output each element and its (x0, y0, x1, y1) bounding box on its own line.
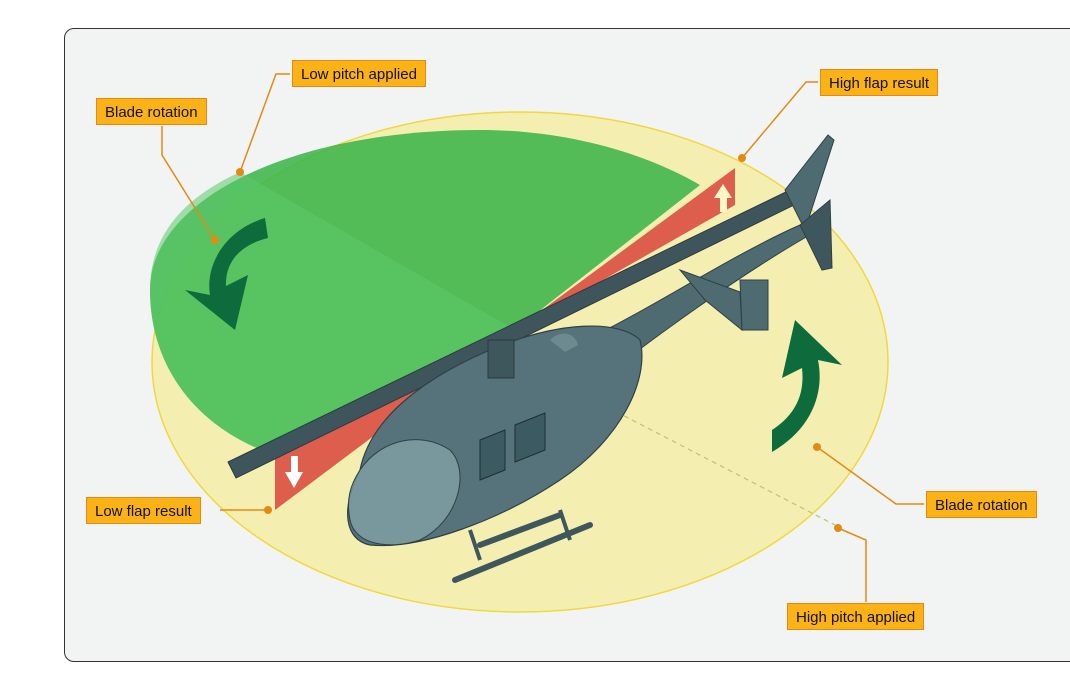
rotation-arrow-icon (185, 218, 268, 330)
leader-low-pitch (239, 73, 290, 173)
leader-high-flap (741, 81, 818, 159)
leader-blade-rotation-left (161, 126, 216, 241)
blade-rotation-right-label: Blade rotation (926, 491, 1037, 518)
leader-high-pitch (837, 527, 867, 602)
low-pitch-applied-label: Low pitch applied (292, 60, 426, 87)
high-flap-plane (515, 168, 735, 330)
low-flap-result-label: Low flap result (86, 497, 201, 524)
blade-rotation-left-label: Blade rotation (96, 98, 207, 125)
flap-down-arrow-icon (285, 456, 303, 488)
leader-blade-rotation-right (816, 446, 924, 505)
helicopter-airframe (347, 134, 835, 583)
flap-up-arrow-icon (714, 184, 732, 212)
high-pitch-applied-label: High pitch applied (787, 603, 925, 630)
high-flap-result-label: High flap result (820, 69, 939, 96)
rotation-arrow-icon (772, 320, 842, 452)
